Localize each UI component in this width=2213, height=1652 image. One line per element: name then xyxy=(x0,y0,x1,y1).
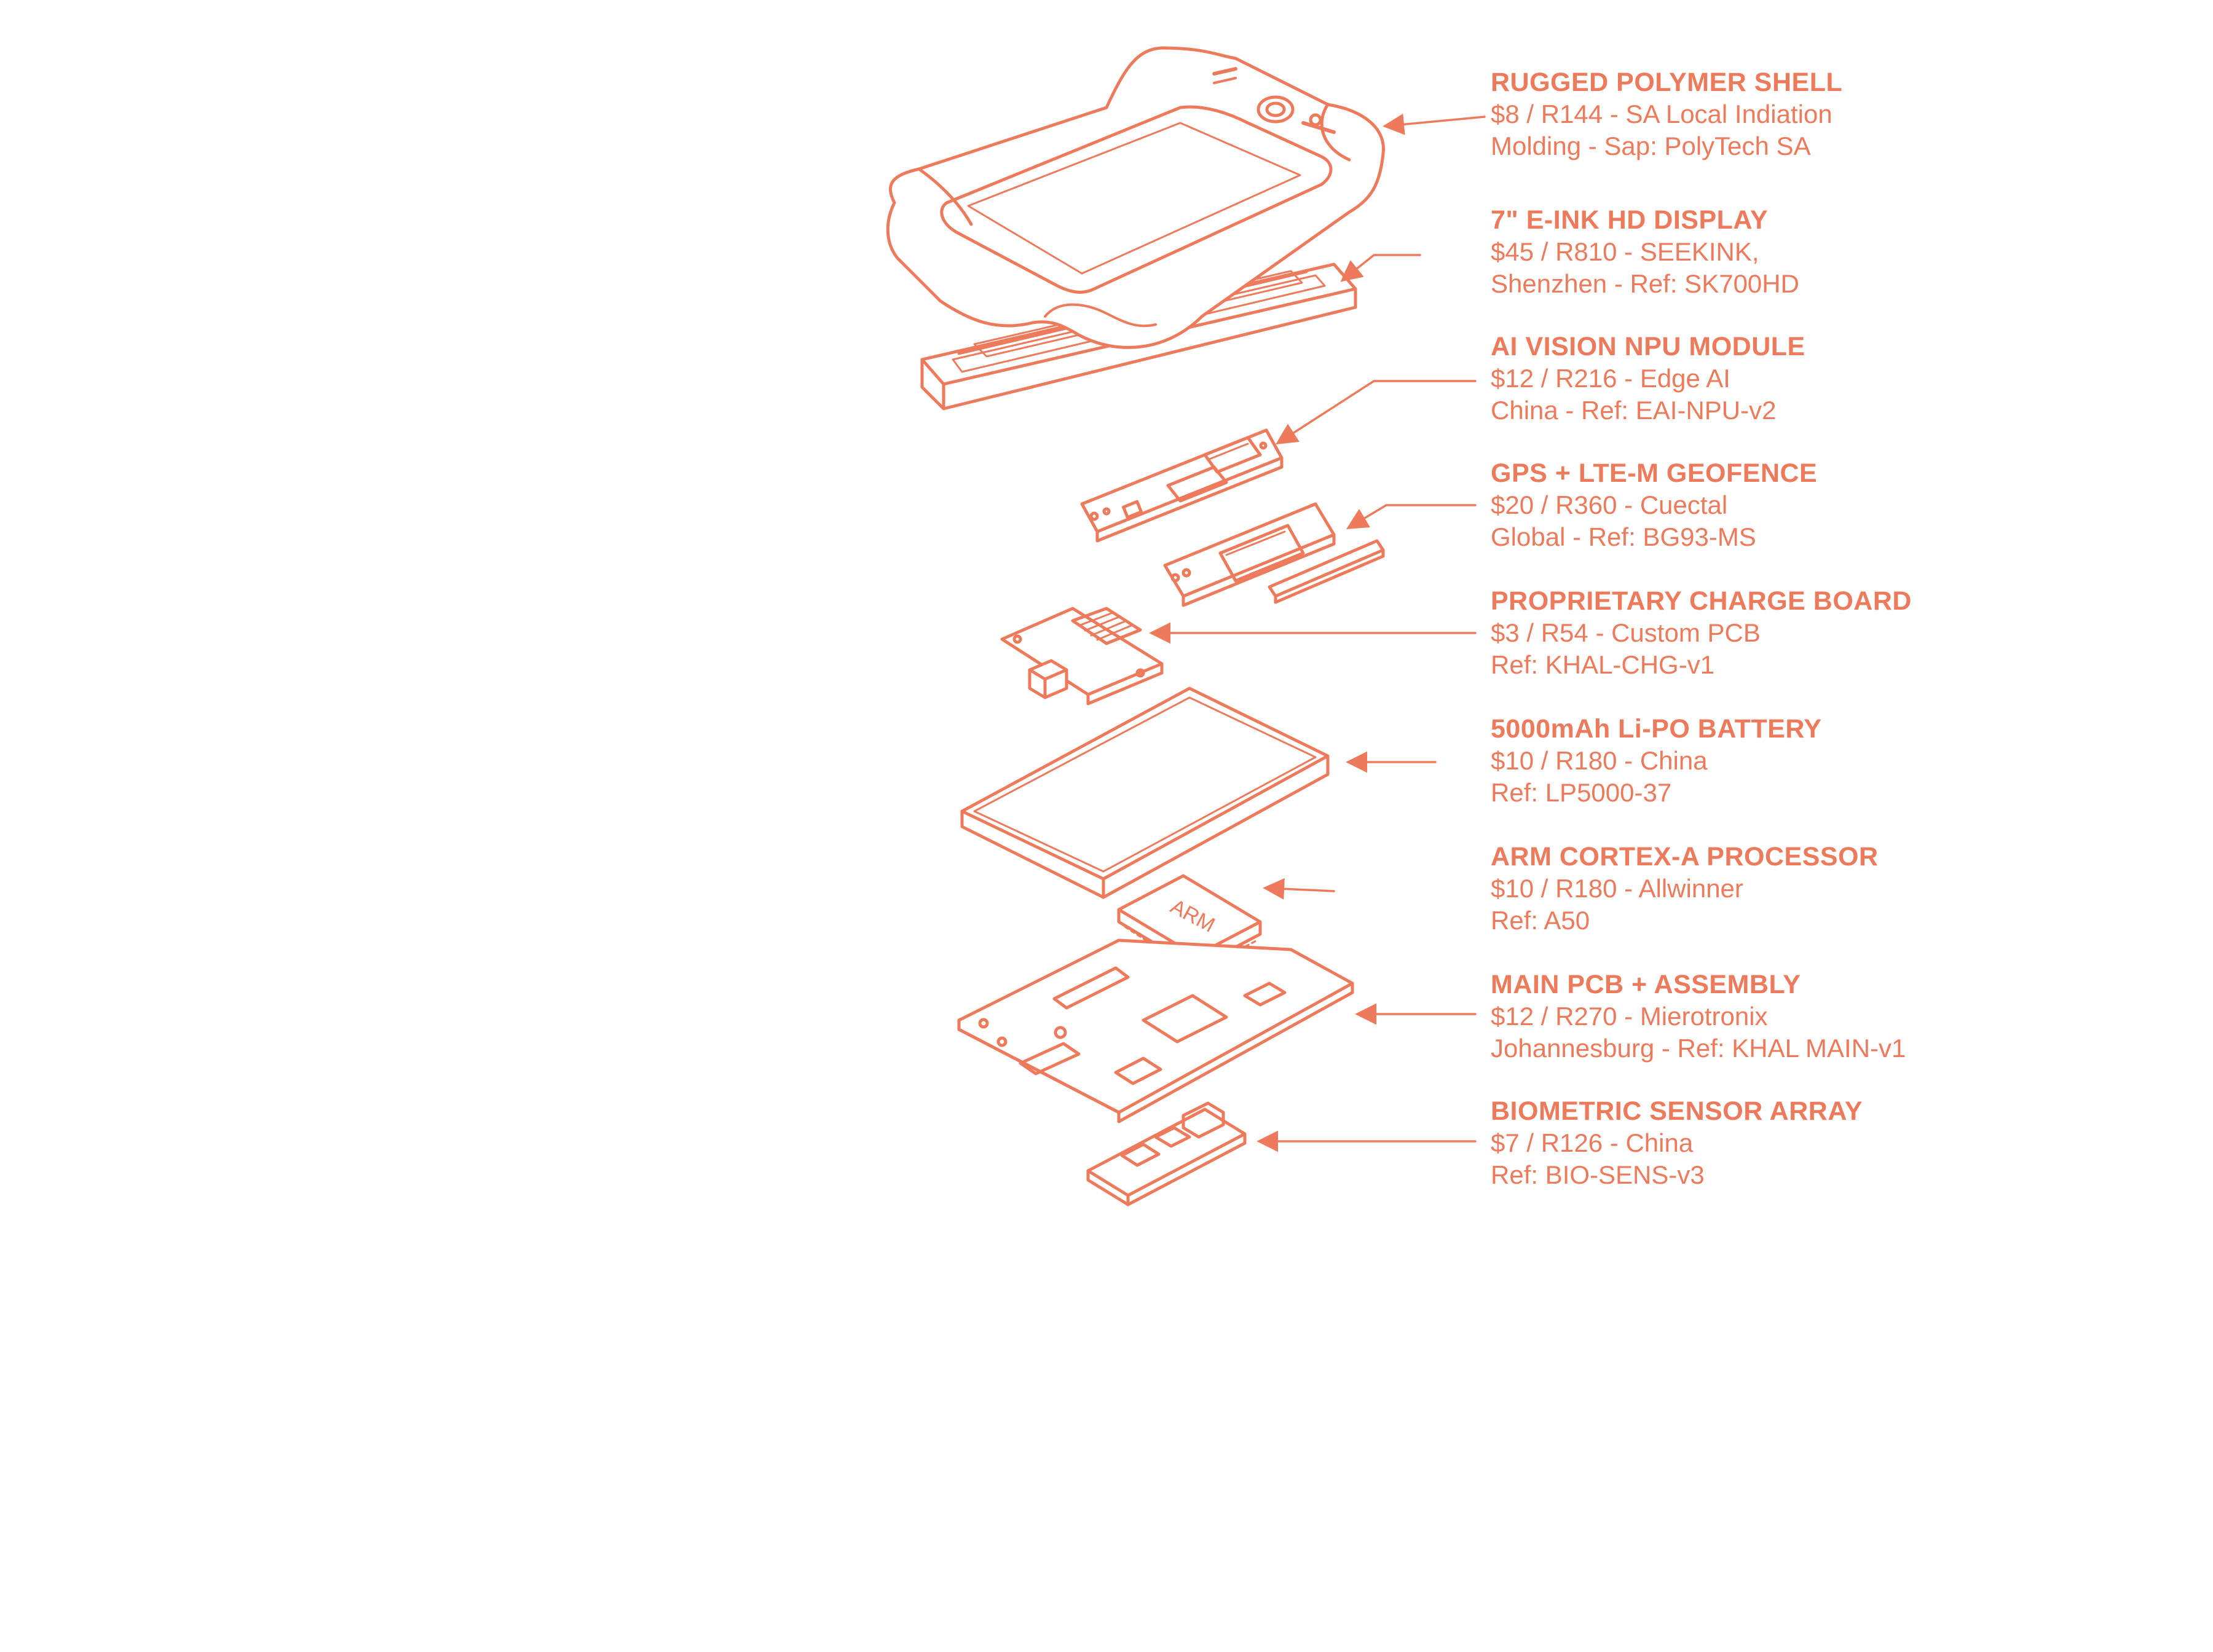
label-line2: Ref: A50 xyxy=(1491,906,1590,935)
npu-module-icon xyxy=(1080,428,1284,543)
label-biometric: BIOMETRIC SENSOR ARRAY $7 / R126 - China… xyxy=(1491,1095,2198,1191)
processor-leader-arrow xyxy=(1263,878,1335,900)
label-title: AI VISION NPU MODULE xyxy=(1491,332,1805,361)
label-line1: $3 / R54 - Custom PCB xyxy=(1491,618,1761,647)
label-line1: $12 / R216 - Edge AI xyxy=(1491,364,1730,393)
label-shell: RUGGED POLYMER SHELL $8 / R144 - SA Loca… xyxy=(1491,66,2198,162)
label-line2: Ref: KHAL-CHG-v1 xyxy=(1491,650,1715,679)
label-line1: $8 / R144 - SA Local Indiation xyxy=(1491,100,1832,128)
label-title: ARM CORTEX-A PROCESSOR xyxy=(1491,842,1879,871)
label-line1: $10 / R180 - China xyxy=(1491,746,1708,775)
label-display: 7" E-INK HD DISPLAY $45 / R810 - SEEKINK… xyxy=(1491,204,2198,300)
label-title: 5000mAh Li-PO BATTERY xyxy=(1491,714,1822,744)
charge-board-icon xyxy=(1000,607,1164,706)
label-line1: $45 / R810 - SEEKINK, xyxy=(1491,237,1759,266)
label-line2: Molding - Sap: PolyTech SA xyxy=(1491,132,1811,160)
main-pcb-icon xyxy=(957,938,1354,1123)
label-battery: 5000mAh Li-PO BATTERY $10 / R180 - China… xyxy=(1491,713,2198,809)
label-title: MAIN PCB + ASSEMBLY xyxy=(1491,970,1801,999)
label-line2: Shenzhen - Ref: SK700HD xyxy=(1491,269,1799,298)
biometric-sensor-icon xyxy=(1086,1101,1247,1206)
label-charge: PROPRIETARY CHARGE BOARD $3 / R54 - Cust… xyxy=(1491,585,2198,681)
battery-icon xyxy=(960,686,1330,899)
label-npu: AI VISION NPU MODULE $12 / R216 - Edge A… xyxy=(1491,331,2198,427)
leader-arrows xyxy=(1149,113,1486,1152)
label-line1: $12 / R270 - Mierotronix xyxy=(1491,1002,1768,1031)
label-title: 7" E-INK HD DISPLAY xyxy=(1491,205,1769,235)
label-line2: Ref: LP5000-37 xyxy=(1491,778,1672,807)
label-title: PROPRIETARY CHARGE BOARD xyxy=(1491,586,1912,616)
label-line2: Johannesburg - Ref: KHAL MAIN-v1 xyxy=(1491,1034,1906,1063)
label-title: RUGGED POLYMER SHELL xyxy=(1491,68,1843,97)
label-gps: GPS + LTE-M GEOFENCE $20 / R360 - Cuecta… xyxy=(1491,457,2198,553)
gps-leader-arrow xyxy=(1346,504,1477,530)
npu-leader-arrow xyxy=(1276,380,1477,445)
label-title: GPS + LTE-M GEOFENCE xyxy=(1491,458,1818,488)
label-mainpcb: MAIN PCB + ASSEMBLY $12 / R270 - Mierotr… xyxy=(1491,969,2198,1064)
rugged-polymer-shell-icon xyxy=(886,46,1385,349)
label-line2: Global - Ref: BG93-MS xyxy=(1491,522,1756,551)
label-line2: China - Ref: EAI-NPU-v2 xyxy=(1491,396,1777,425)
display-leader-arrow xyxy=(1340,254,1421,282)
label-line1: $10 / R180 - Allwinner xyxy=(1491,874,1743,903)
gps-module-icon xyxy=(1163,502,1385,607)
label-line2: Ref: BIO-SENS-v3 xyxy=(1491,1160,1705,1189)
shell-leader-arrow xyxy=(1383,113,1486,135)
label-title: BIOMETRIC SENSOR ARRAY xyxy=(1491,1096,1863,1126)
label-line1: $20 / R360 - Cuectal xyxy=(1491,490,1728,519)
label-processor: ARM CORTEX-A PROCESSOR $10 / R180 - Allw… xyxy=(1491,841,2198,937)
label-line1: $7 / R126 - China xyxy=(1491,1128,1694,1157)
